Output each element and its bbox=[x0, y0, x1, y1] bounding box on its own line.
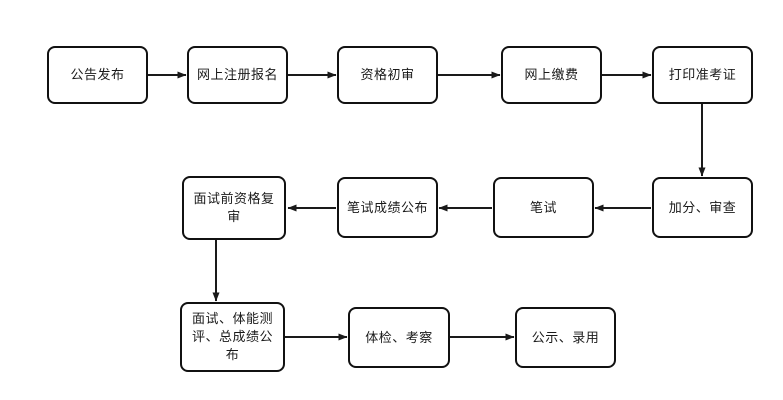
node-label: 面试、体能测评、总成绩公布 bbox=[191, 311, 273, 362]
node-label: 加分、审查 bbox=[668, 199, 737, 215]
node-mianshi-qian-zige-fushen[interactable]: 面试前资格复审 bbox=[182, 176, 286, 240]
node-mianshi-tineng-ceping-zongchengji-gongbu[interactable]: 面试、体能测评、总成绩公布 bbox=[180, 302, 285, 372]
node-gonggao-fabu[interactable]: 公告发布 bbox=[47, 46, 148, 104]
node-bishi[interactable]: 笔试 bbox=[493, 177, 594, 238]
node-wangshang-zhuce-baoming[interactable]: 网上注册报名 bbox=[187, 46, 288, 104]
node-label: 公示、录用 bbox=[531, 329, 600, 345]
node-label: 公告发布 bbox=[70, 67, 125, 82]
node-label: 网上缴费 bbox=[524, 67, 579, 82]
node-gongshi-luyong[interactable]: 公示、录用 bbox=[515, 307, 616, 368]
node-jiafen-shencha[interactable]: 加分、审查 bbox=[652, 177, 753, 238]
node-label: 笔试 bbox=[529, 199, 557, 215]
node-label: 资格初审 bbox=[360, 67, 415, 82]
node-label: 网上注册报名 bbox=[196, 67, 278, 82]
node-zige-chushen[interactable]: 资格初审 bbox=[337, 46, 438, 104]
node-bishi-chengji-gongbu[interactable]: 笔试成绩公布 bbox=[337, 177, 438, 238]
node-label: 笔试成绩公布 bbox=[346, 199, 428, 215]
node-label: 面试前资格复审 bbox=[193, 191, 275, 224]
node-wangshang-jiaofei[interactable]: 网上缴费 bbox=[501, 46, 602, 104]
node-dayin-zhunkaozheng[interactable]: 打印准考证 bbox=[652, 46, 753, 104]
node-label: 打印准考证 bbox=[668, 67, 737, 82]
node-tijian-kaocha[interactable]: 体检、考察 bbox=[348, 307, 450, 368]
node-label: 体检、考察 bbox=[365, 329, 433, 345]
